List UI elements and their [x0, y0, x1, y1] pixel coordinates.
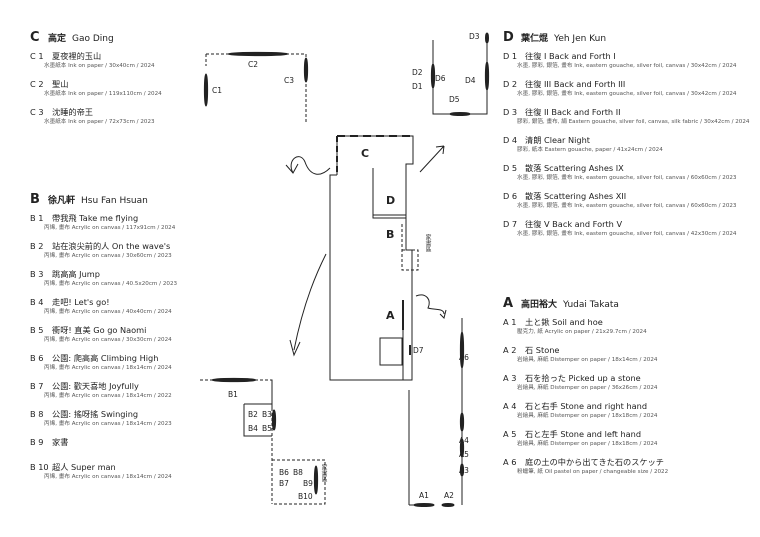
zone-letter-d: D [386, 194, 396, 207]
map-label: B1 [228, 390, 238, 399]
map-label: A4 [459, 436, 469, 445]
map-label: C1 [212, 86, 223, 95]
zone-letter-b: B [386, 228, 395, 241]
map-label: D4 [465, 76, 476, 85]
map-label: B7 [279, 479, 289, 488]
map-label: D3 [469, 32, 480, 41]
map-label: D1 [412, 82, 423, 91]
map-label: B9 [303, 479, 313, 488]
artist-name: 徐凡軒 [48, 196, 76, 206]
artist-name: 高田裕大 [521, 300, 558, 310]
map-label: D7 [413, 346, 424, 355]
map-label: A3 [459, 466, 469, 475]
map-label: B5 [262, 424, 272, 433]
section-letter: C [30, 30, 40, 45]
artist-name: 高定 [48, 34, 67, 44]
artist-name-en: Hsu Fan Hsuan [81, 196, 148, 206]
family-letter-label: 家書區 [424, 234, 431, 252]
map-label: A1 [419, 491, 429, 500]
map-label: C2 [248, 60, 259, 69]
zone-letter-c: C [361, 147, 370, 160]
map-label: B10 [298, 492, 313, 501]
map-label: A5 [459, 450, 469, 459]
section-letter: D [503, 30, 514, 45]
map-label: B6 [279, 468, 289, 477]
map-label: C3 [284, 76, 295, 85]
section-letter: A [503, 296, 514, 311]
map-label: A2 [444, 491, 454, 500]
artist-name-en: Yeh Jen Kun [554, 34, 607, 44]
map-label: D5 [449, 95, 460, 104]
map-label: B2 [248, 410, 258, 419]
artist-name-en: Yudai Takata [563, 300, 619, 310]
zone-letter-a: A [386, 309, 395, 322]
section-letter: B [30, 192, 40, 207]
map-label: B4 [248, 424, 258, 433]
map-label: D6 [435, 74, 446, 83]
family-letter-label: 家書區 [320, 464, 327, 482]
map-label: B8 [293, 468, 303, 477]
artist-name-en: Gao Ding [72, 34, 114, 44]
map-label: D2 [412, 68, 423, 77]
artist-name: 葉仁焜 [521, 34, 549, 44]
map-label: A6 [459, 353, 469, 362]
map-label: B3 [262, 410, 272, 419]
